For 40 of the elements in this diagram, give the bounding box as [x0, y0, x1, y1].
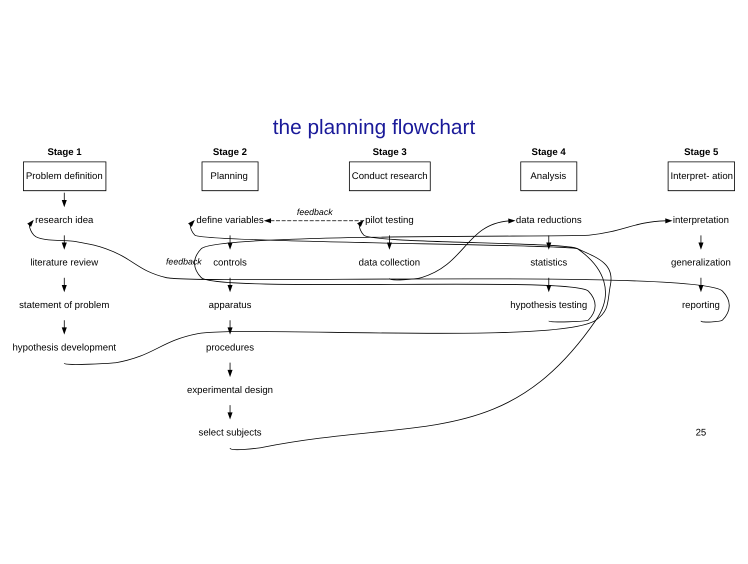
node-box: Problem definition [23, 161, 106, 192]
node-box: Planning [202, 161, 258, 192]
node-label: Stage 2 [212, 147, 248, 158]
arrow [228, 404, 233, 420]
node-text: define variables [196, 215, 264, 226]
node-text: experimental design [187, 384, 274, 396]
node-text: hypothesis development [12, 342, 116, 354]
arrow [264, 218, 365, 224]
label: 25 [696, 427, 706, 438]
arrow [698, 234, 704, 250]
arrow [194, 218, 673, 322]
node-text: hypothesis testing [510, 300, 588, 312]
node-text: pilot testing [365, 215, 414, 226]
node-text: apparatus [208, 300, 252, 312]
node-box: Analysis [520, 161, 578, 192]
node-box: Conduct research [348, 161, 431, 192]
node-text: statement of problem [19, 300, 110, 312]
node-label: Stage 5 [684, 147, 718, 158]
node-text: data reductions [516, 215, 582, 226]
node-text: procedures [206, 342, 254, 354]
node-label: Stage 1 [47, 147, 82, 158]
node-text: reporting [682, 300, 720, 312]
edge-label: feedback [296, 206, 333, 217]
node-label: Stage 3 [372, 147, 407, 158]
arrow [228, 320, 233, 335]
diagram-title: the planning flowchart [272, 116, 476, 140]
node-text: generalization [671, 258, 731, 269]
node-text: statistics [530, 258, 568, 269]
arrow [389, 218, 516, 280]
node-box: Interpret- ation [668, 161, 735, 192]
node-label: Stage 4 [532, 147, 566, 158]
arrow [27, 220, 730, 322]
node-text: data collection [358, 258, 420, 269]
node-text: controls [213, 258, 247, 269]
node-text: select subjects [198, 427, 262, 438]
arrow [386, 234, 392, 250]
arrow [228, 362, 233, 378]
node-text: interpretation [672, 215, 729, 226]
node-text: literature review [30, 258, 98, 269]
node-text: research idea [35, 215, 94, 226]
